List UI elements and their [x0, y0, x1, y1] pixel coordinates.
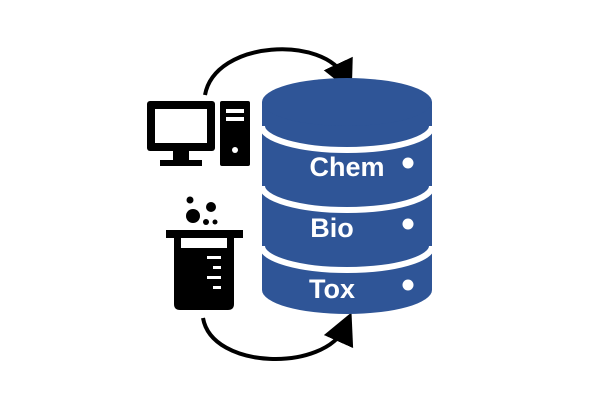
- beaker-mark: [207, 276, 221, 279]
- lab-beaker-icon: [166, 196, 243, 310]
- desktop-computer-icon: [147, 101, 250, 166]
- beaker-mark: [207, 256, 221, 259]
- database-top-cap: [262, 78, 432, 126]
- upload-arrow-bottom: [201, 312, 354, 361]
- bubble: [203, 219, 209, 225]
- monitor-neck: [173, 151, 189, 161]
- layer-separator: [259, 125, 435, 153]
- layer-indicator-dot: [402, 218, 414, 230]
- layer-label-bio: Bio: [310, 213, 354, 243]
- bubble: [186, 196, 194, 204]
- layer-label-chem: Chem: [309, 152, 384, 182]
- monitor-screen: [155, 109, 207, 143]
- tower-drive-slot-2: [226, 117, 244, 121]
- layer-separator: [259, 185, 435, 213]
- bubble: [212, 219, 218, 225]
- beaker-mark: [213, 286, 221, 289]
- bubble: [186, 209, 200, 223]
- bubble: [206, 202, 216, 212]
- monitor-base: [160, 160, 202, 166]
- beaker-mark: [213, 266, 221, 269]
- layer-label-tox: Tox: [309, 274, 355, 304]
- tower-drive-slot: [226, 109, 244, 113]
- upload-arrow-top: [203, 47, 353, 96]
- layer-separator: [259, 245, 435, 273]
- database-cylinder-icon: Chem Bio Tox: [259, 78, 435, 314]
- layer-indicator-dot: [402, 279, 414, 291]
- tower-power-button: [232, 147, 238, 153]
- layer-indicator-dot: [402, 157, 414, 169]
